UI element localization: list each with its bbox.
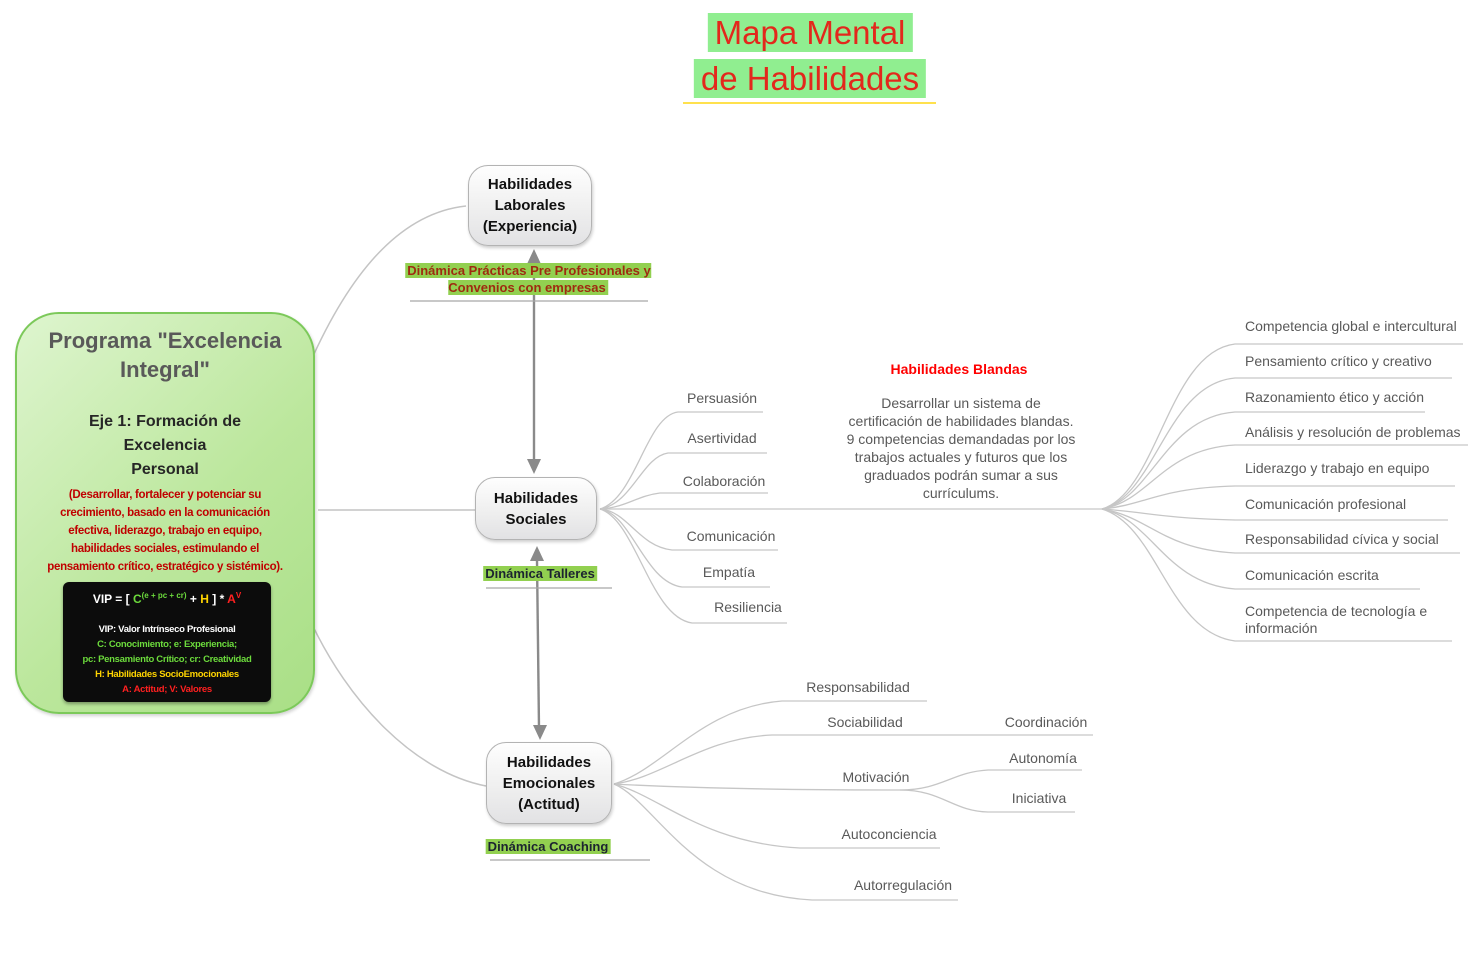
- vip-formula-box: VIP = [ C(e + pc + cr) + H ] * AV VIP: V…: [63, 582, 271, 702]
- blandas-item-comunicacion-profesional[interactable]: Comunicación profesional: [1245, 496, 1407, 512]
- blandas-heading: Habilidades Blandas: [890, 361, 1028, 377]
- legend-pc-cr: pc: Pensamiento Crítico; cr: Creatividad: [82, 654, 252, 665]
- branch-responsabilidad[interactable]: Responsabilidad: [806, 679, 910, 695]
- branch-coordinacion[interactable]: Coordinación: [1004, 714, 1088, 730]
- blandas-item-analisis-resolucion[interactable]: Análisis y resolución de problemas: [1245, 424, 1461, 440]
- program-axis-text: Eje 1: Formación de Excelencia Personal: [88, 413, 242, 478]
- blandas-item-competencia-global[interactable]: Competencia global e intercultural: [1245, 318, 1457, 334]
- branch-comunicacion[interactable]: Comunicación: [686, 528, 776, 544]
- map-title: Mapa Mental de Habilidades: [693, 10, 927, 102]
- blandas-description: Desarrollar un sistema de certificación …: [846, 395, 1076, 501]
- node-habilidades-sociales[interactable]: Habilidades Sociales: [475, 477, 597, 540]
- map-title-line1: Mapa Mental: [707, 13, 913, 52]
- node-habilidades-laborales[interactable]: Habilidades Laborales (Experiencia): [468, 165, 592, 246]
- blandas-item-liderazgo-equipo[interactable]: Liderazgo y trabajo en equipo: [1245, 460, 1430, 476]
- map-title-line2: de Habilidades: [693, 59, 927, 98]
- blandas-item-razonamiento-etico[interactable]: Razonamiento ético y acción: [1245, 389, 1424, 405]
- formula-plus: +: [186, 592, 201, 606]
- legend-vip: VIP: Valor Intrínseco Profesional: [98, 624, 236, 635]
- vip-legend: VIP: Valor Intrínseco Profesional C: Con…: [63, 622, 271, 697]
- tag-dinamica-practicas[interactable]: Dinámica Prácticas Pre Profesionales y C…: [405, 262, 651, 296]
- blandas-item-tecnologia-informacion[interactable]: Competencia de tecnología e información: [1245, 603, 1428, 636]
- root-connectors: [305, 205, 487, 787]
- formula-h: H: [200, 592, 209, 606]
- emotional-branch-lines: [613, 700, 1093, 901]
- arrowheads: [527, 249, 547, 740]
- node-habilidades-emocionales[interactable]: Habilidades Emocionales (Actitud): [486, 742, 612, 824]
- branch-empatia[interactable]: Empatía: [702, 564, 756, 580]
- formula-c-sup: (e + pc + cr): [141, 591, 187, 600]
- branch-sociabilidad[interactable]: Sociabilidad: [827, 714, 903, 730]
- blandas-item-pensamiento-critico[interactable]: Pensamiento crítico y creativo: [1245, 353, 1432, 369]
- branch-autorregulacion[interactable]: Autorregulación: [853, 877, 953, 893]
- formula-lead: VIP = [: [92, 592, 133, 606]
- formula-a: A: [227, 592, 236, 606]
- program-node[interactable]: Programa "Excelencia Integral" Eje 1: Fo…: [15, 312, 315, 714]
- tag-dinamica-talleres[interactable]: Dinámica Talleres: [483, 565, 597, 582]
- blandas-branch-lines: [1101, 343, 1468, 642]
- branch-autoconciencia[interactable]: Autoconciencia: [841, 826, 937, 842]
- branch-autonomia[interactable]: Autonomía: [1009, 750, 1077, 766]
- blandas-item-comunicacion-escrita[interactable]: Comunicación escrita: [1245, 567, 1379, 583]
- tag-dinamica-practicas-label: Dinámica Prácticas Pre Profesionales y C…: [405, 263, 651, 295]
- formula-close: ] *: [208, 592, 228, 606]
- branch-iniciativa[interactable]: Iniciativa: [1011, 790, 1067, 806]
- tag-dinamica-coaching[interactable]: Dinámica Coaching: [485, 838, 611, 855]
- program-description: (Desarrollar, fortalecer y potenciar su …: [47, 489, 283, 573]
- social-branch-lines: [599, 411, 1102, 624]
- branch-resiliencia[interactable]: Resiliencia: [714, 599, 782, 615]
- tag-underlines: [410, 300, 650, 861]
- legend-a-v: A: Actitud; V: Valores: [122, 684, 212, 695]
- legend-c-e: C: Conocimiento; e: Experiencia;: [97, 639, 237, 650]
- branch-asertividad[interactable]: Asertividad: [687, 430, 757, 446]
- formula-c: C: [132, 592, 142, 606]
- program-title: Programa "Excelencia Integral": [48, 328, 282, 382]
- legend-h: H: Habilidades SocioEmocionales: [95, 669, 239, 680]
- branch-persuasion[interactable]: Persuasión: [686, 390, 758, 406]
- tag-dinamica-talleres-label: Dinámica Talleres: [483, 566, 597, 581]
- title-underline: [683, 102, 936, 104]
- branch-colaboracion[interactable]: Colaboración: [682, 473, 766, 489]
- vip-formula: VIP = [ C(e + pc + cr) + H ] * AV: [63, 591, 271, 606]
- tag-dinamica-coaching-label: Dinámica Coaching: [485, 839, 611, 854]
- formula-a-sup: V: [235, 591, 242, 600]
- blandas-item-responsabilidad-civica[interactable]: Responsabilidad cívica y social: [1245, 531, 1439, 547]
- branch-motivacion[interactable]: Motivación: [842, 769, 910, 785]
